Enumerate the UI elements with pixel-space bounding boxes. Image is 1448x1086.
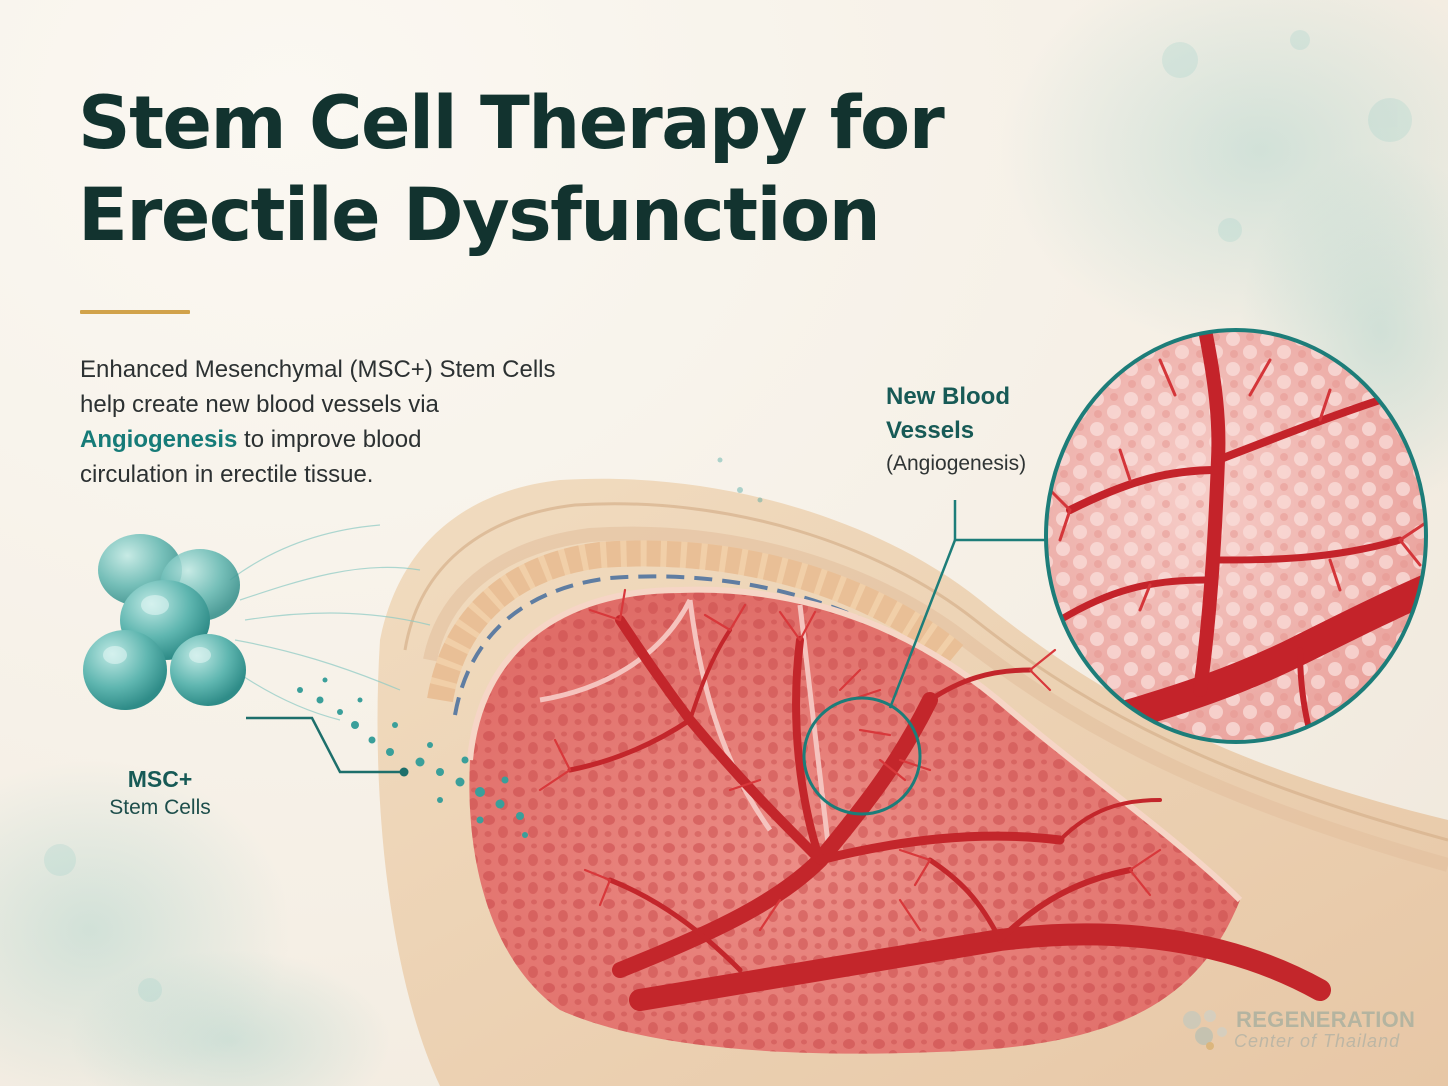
logo-line-1: REGENERATION bbox=[1236, 1007, 1416, 1032]
intro-line-4: circulation in erectile tissue. bbox=[80, 461, 374, 488]
msc-label-line-1: MSC+ bbox=[127, 766, 193, 792]
angiogenesis-highlight: Angiogenesis bbox=[80, 426, 238, 453]
regeneration-center-logo: REGENERATION Center of Thailand bbox=[1180, 1004, 1420, 1054]
msc-stem-cells-label: MSC+ Stem Cells bbox=[100, 764, 220, 822]
intro-line-1: Enhanced Mesenchymal (MSC+) Stem Cells bbox=[80, 356, 556, 383]
intro-line-3: Angiogenesis to improve blood bbox=[80, 422, 600, 457]
new-blood-vessels-label: New Blood Vessels bbox=[886, 380, 1010, 448]
intro-line-2: help create new blood vessels via bbox=[80, 391, 439, 418]
page-title: Stem Cell Therapy for Erectile Dysfuncti… bbox=[78, 78, 945, 262]
logo-mark-icon bbox=[1183, 1010, 1227, 1050]
msc-label-line-2: Stem Cells bbox=[109, 796, 211, 819]
angiogenesis-caption: (Angiogenesis) bbox=[886, 452, 1027, 475]
intro-paragraph: Enhanced Mesenchymal (MSC+) Stem Cells h… bbox=[80, 352, 600, 492]
intro-line-3-rest: to improve blood bbox=[237, 426, 422, 453]
callout-title-line-1: New Blood bbox=[886, 383, 1010, 410]
callout-title-line-2: Vessels bbox=[886, 417, 975, 444]
title-line-1: Stem Cell Therapy for bbox=[78, 81, 945, 166]
logo-line-2: Center of Thailand bbox=[1234, 1031, 1401, 1051]
title-line-2: Erectile Dysfunction bbox=[78, 173, 881, 258]
title-divider bbox=[80, 310, 190, 314]
